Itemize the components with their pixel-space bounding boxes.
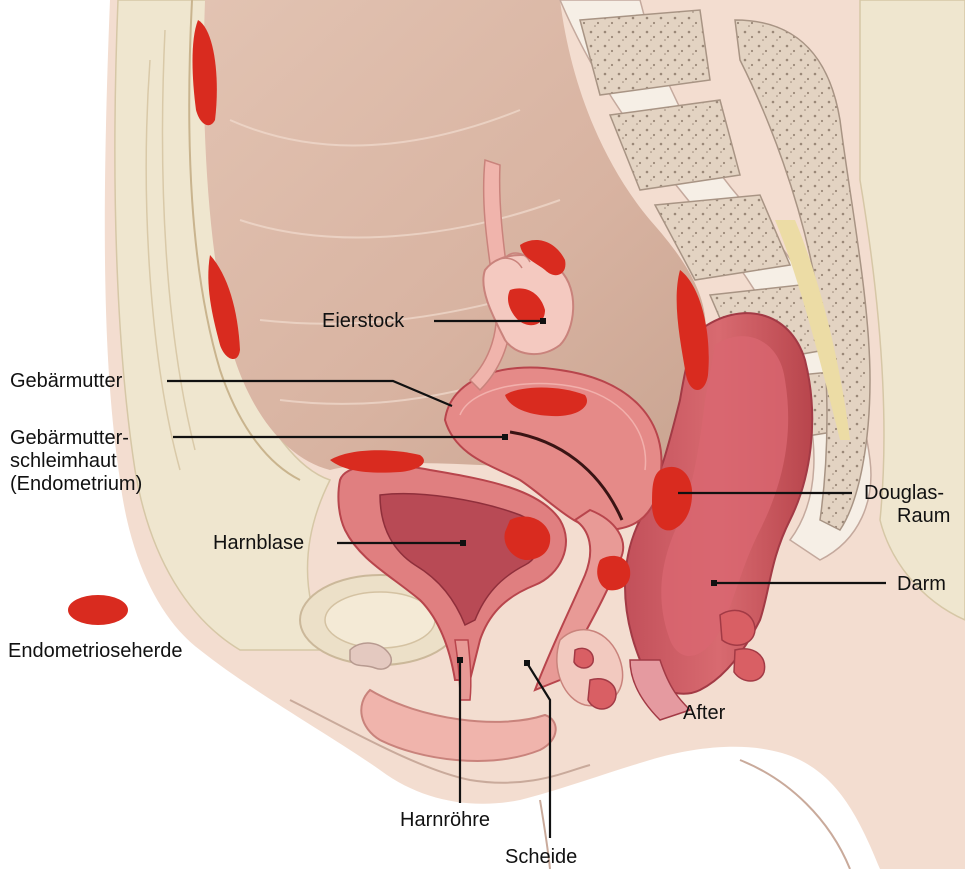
sphincter-1 (720, 610, 755, 645)
leader-scheide-dot (524, 660, 530, 666)
label-schleimhaut-2: schleimhaut (10, 450, 117, 472)
sphincter-3 (588, 679, 616, 709)
pubic-bone-inner (325, 592, 435, 648)
label-schleimhaut-1: Gebärmutter- (10, 427, 129, 449)
leader-eierstock-dot (540, 318, 546, 324)
label-darm: Darm (897, 573, 946, 595)
sphincter-4 (574, 648, 593, 668)
label-douglas-2: Raum (897, 505, 950, 527)
label-harnblase: Harnblase (213, 532, 304, 554)
label-schleimhaut-3: (Endometrium) (10, 473, 142, 495)
label-scheide: Scheide (505, 846, 577, 868)
focus-rectovaginal (597, 556, 630, 590)
label-douglas-1: Douglas- (864, 482, 944, 504)
legend-swatch (68, 595, 128, 625)
leader-schleimhaut-dot (502, 434, 508, 440)
leader-darm-dot (711, 580, 717, 586)
label-after: After (683, 702, 725, 724)
label-eierstock: Eierstock (322, 310, 404, 332)
leader-harnroehre-dot (457, 657, 463, 663)
legend-label: Endometrioseherde (8, 640, 183, 662)
leader-harnblase-dot (460, 540, 466, 546)
label-gebaermutter: Gebärmutter (10, 370, 122, 392)
label-harnroehre: Harnröhre (400, 809, 490, 831)
vertebra-1 (580, 10, 710, 95)
